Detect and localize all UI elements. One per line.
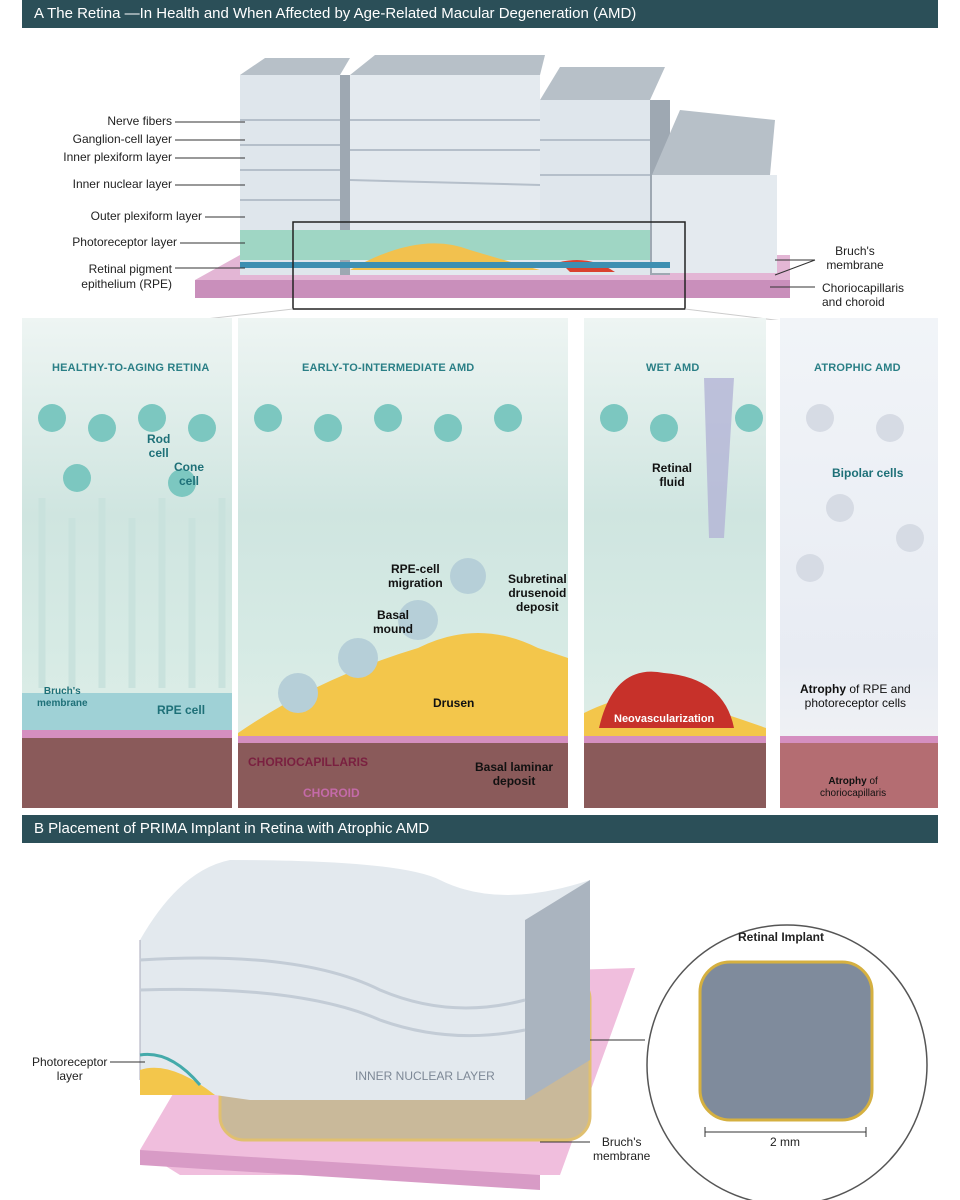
label-neovascularization: Neovascularization [614,713,715,725]
rod-line1: Rod [147,432,171,446]
title-healthy: HEALTHY-TO-AGING RETINA [52,362,210,374]
bm-2: mound [373,622,413,636]
title-early: EARLY-TO-INTERMEDIATE AMD [302,362,475,374]
cone-line2: cell [178,474,199,488]
label-drusen: Drusen [433,696,475,710]
bb-1: Bruch's [601,1135,642,1149]
retina-block-illustration [175,55,816,320]
atrophy-rest: of RPE and [846,682,911,696]
rod-line2: cell [148,446,169,460]
chorio-line1: Choriocapillaris [822,281,905,295]
chorio-line2: and choroid [822,295,885,309]
panel-atrophic: ATROPHIC AMD Bipolar cells Atrophy of RP… [780,318,938,808]
fluid-1: Retinal [652,461,693,475]
bruchs-h2: membrane [37,698,88,709]
label-choriocapillaris-layer: CHORIOCAPILLARIS [248,755,368,769]
atrophy-cc-rest: of [866,776,878,787]
rpe-mig-1: RPE-cell [390,562,440,576]
fluid-2: fluid [659,475,685,489]
label-rpe-1: Retinal pigment [88,262,172,276]
label-photoreceptor: Photoreceptor layer [72,235,177,249]
label-rpe-cell: RPE cell [157,703,206,717]
atrophy-cc-bold: Atrophy [828,776,867,787]
rpe-mig-2: migration [388,576,443,590]
label-nerve-fibers: Nerve fibers [107,114,172,128]
label-inner-nuclear: Inner nuclear layer [72,177,172,191]
label-scale-2mm: 2 mm [770,1135,800,1149]
bruchs-line2: membrane [826,258,884,272]
label-ganglion-cell-layer: Ganglion-cell layer [72,132,172,146]
pr-1: Photoreceptor [32,1055,108,1069]
label-rpe-2: epithelium (RPE) [81,277,172,291]
cone-line1: Cone [174,460,204,474]
title-wet: WET AMD [646,362,700,374]
panel-a-header: A The Retina —In Health and When Affecte… [22,0,938,28]
panel-b-header: B Placement of PRIMA Implant in Retina w… [22,815,938,843]
sub-1: Subretinal [508,572,567,586]
pr-2: layer [56,1069,83,1083]
bm-1: Basal [376,608,410,622]
label-bipolar-cells: Bipolar cells [832,466,904,480]
bb-2: membrane [593,1149,651,1163]
label-retinal-implant: Retinal Implant [738,930,825,944]
sub-2: drusenoid [508,586,567,600]
sub-3: deposit [516,600,559,614]
bl-2: deposit [492,774,536,788]
atrophy-bold: Atrophy [800,682,846,696]
atrophy-line2: photoreceptor cells [804,696,907,710]
atrophy-cc-line2: choriocapillaris [820,788,887,799]
label-inner-plexiform: Inner plexiform layer [63,150,172,164]
bruchs-line1: Bruch's [835,244,875,258]
title-atrophic: ATROPHIC AMD [814,362,901,374]
bl-1: Basal laminar [475,760,554,774]
label-inner-nuclear-layer: INNER NUCLEAR LAYER [355,1069,495,1083]
label-choroid: CHOROID [303,786,360,800]
bruchs-h1: Bruch's [43,686,81,697]
label-outer-plexiform: Outer plexiform layer [90,209,202,223]
